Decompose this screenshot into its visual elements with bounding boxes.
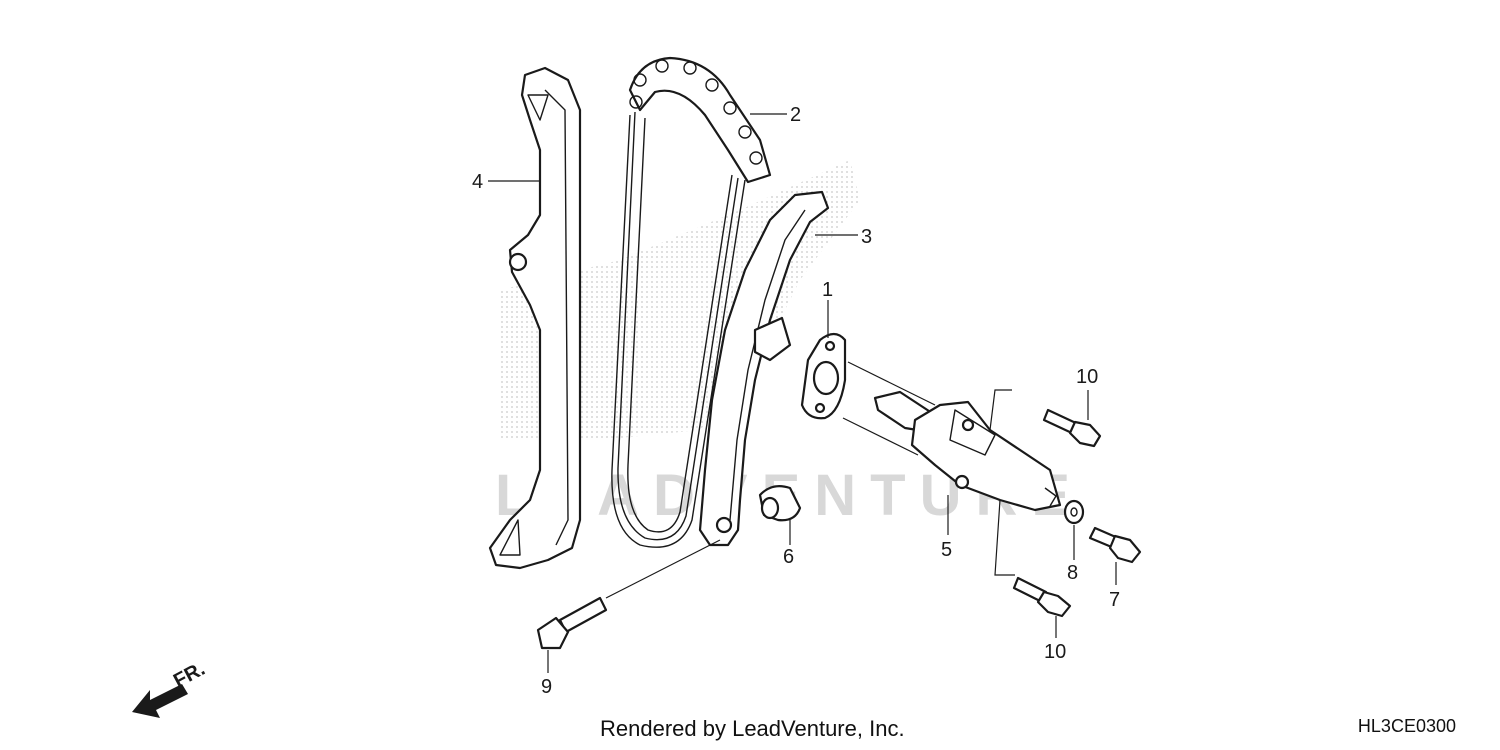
bolt-part-10-upper[interactable] — [1042, 408, 1102, 448]
callout-10-upper: 10 — [1076, 366, 1098, 388]
leader-lines — [488, 113, 1117, 673]
callout-4: 4 — [472, 171, 483, 193]
front-direction-indicator: FR. — [132, 658, 209, 718]
bolt-part-9[interactable] — [536, 596, 608, 650]
collar-part-6[interactable] — [758, 485, 802, 522]
callout-2: 2 — [790, 104, 801, 126]
footer-credit: Rendered by LeadVenture, Inc. — [600, 716, 905, 741]
callout-1: 1 — [822, 279, 833, 301]
callout-10-lower: 10 — [1044, 641, 1066, 663]
bolt-part-10-lower[interactable] — [1012, 576, 1072, 618]
callout-8: 8 — [1067, 562, 1078, 584]
cam-chain-part-2[interactable] — [611, 56, 772, 548]
gasket-part-1[interactable] — [800, 332, 847, 420]
washer-part-8[interactable] — [1063, 499, 1085, 525]
tensioner-lifter-part-5[interactable] — [873, 390, 1062, 512]
callout-9: 9 — [541, 676, 552, 698]
callout-3: 3 — [861, 226, 872, 248]
callout-6: 6 — [783, 546, 794, 568]
bolt-part-7[interactable] — [1088, 526, 1142, 564]
chain-guide-part-4[interactable] — [488, 66, 582, 570]
tensioner-slipper-part-3[interactable] — [698, 190, 830, 547]
callout-7: 7 — [1109, 589, 1120, 611]
callout-5: 5 — [941, 539, 952, 561]
diagram-code: HL3CE0300 — [1357, 716, 1456, 736]
front-arrow-icon — [132, 684, 188, 718]
callout-labels: 4 2 3 1 5 6 8 7 9 10 10 — [472, 104, 1120, 698]
